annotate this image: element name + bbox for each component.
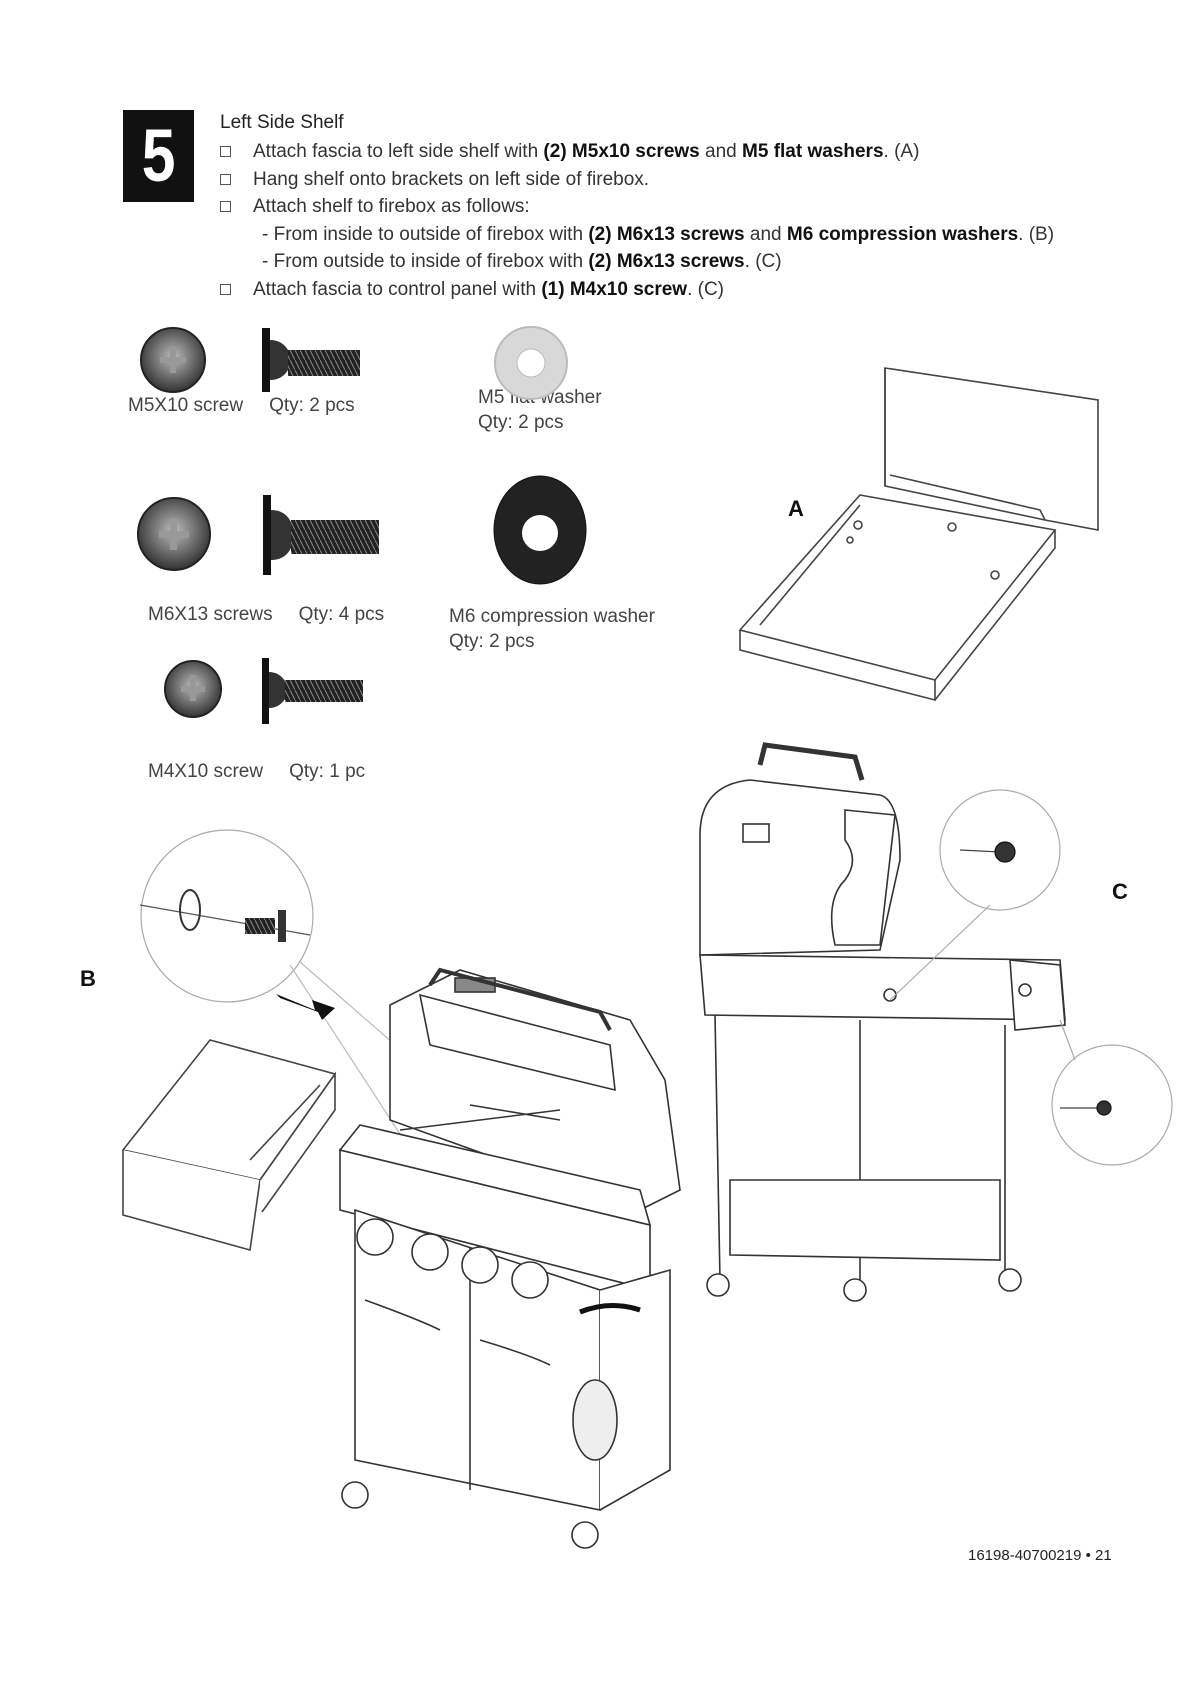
page-footer: 16198-40700219 • 21 bbox=[968, 1547, 1112, 1564]
instruction-fragment: - From inside to outside of firebox with bbox=[262, 223, 589, 245]
instruction-text: Attach fascia to control panel with (1) … bbox=[253, 276, 724, 304]
instruction-fragment: . (A) bbox=[883, 141, 920, 162]
instruction-list: Attach fascia to left side shelf with (2… bbox=[220, 138, 1120, 303]
callout-a: A bbox=[788, 496, 804, 521]
bold-part-spec: (1) M4x10 screw bbox=[541, 278, 688, 300]
instruction-row: Attach fascia to control panel with (1) … bbox=[220, 276, 1120, 304]
m4-screw-label: M4X10 screw Qty: 1 pc bbox=[148, 761, 365, 783]
callout-c: C bbox=[1112, 879, 1128, 904]
m5-screw-name: M5X10 screw bbox=[128, 395, 244, 416]
bold-part-spec: (2) M6x13 screws bbox=[588, 251, 745, 272]
checkbox-icon bbox=[220, 201, 231, 213]
instruction-text: Attach fascia to left side shelf with (2… bbox=[253, 138, 919, 166]
grill-back-view bbox=[699, 742, 1066, 1302]
instruction-row: - From inside to outside of firebox with… bbox=[220, 221, 1120, 249]
bold-part-spec: (2) M5x10 screws bbox=[543, 141, 700, 162]
m6-screw-name: M6X13 screws bbox=[148, 604, 273, 625]
m5-washer-qty: Qty: 2 pcs bbox=[478, 412, 564, 433]
m6-washer-qty: Qty: 2 pcs bbox=[449, 631, 535, 652]
m4-screw-qty: Qty: 1 pc bbox=[289, 761, 366, 782]
m6-screw-head-icon bbox=[137, 497, 211, 571]
instruction-row: Attach shelf to firebox as follows: bbox=[220, 193, 1120, 221]
m5-screw-head-icon bbox=[140, 327, 206, 393]
bold-part-spec: M5 flat washers bbox=[742, 141, 884, 162]
callout-b: B bbox=[80, 966, 96, 991]
m5-flat-washer-icon bbox=[494, 326, 568, 400]
instruction-fragment: and bbox=[699, 141, 743, 162]
m6-washer-name: M6 compression washer bbox=[449, 606, 655, 627]
left-side-shelf bbox=[121, 1039, 337, 1252]
m5-screw-qty: Qty: 2 pcs bbox=[269, 395, 355, 416]
instruction-text: - From outside to inside of firebox with… bbox=[262, 248, 782, 276]
checkbox-icon bbox=[220, 146, 231, 158]
checkbox-icon bbox=[220, 283, 231, 295]
step-number: 5 bbox=[141, 114, 176, 197]
instruction-fragment: Attach shelf to firebox as follows: bbox=[253, 196, 530, 217]
instruction-text: Hang shelf onto brackets on left side of… bbox=[253, 166, 649, 194]
instruction-row: - From outside to inside of firebox with… bbox=[220, 248, 1120, 276]
instruction-fragment: - From outside to inside of firebox with bbox=[262, 251, 589, 272]
instruction-fragment: . (C) bbox=[744, 251, 782, 272]
m4-screw-head-icon bbox=[164, 660, 222, 718]
grill-front-view bbox=[338, 967, 681, 1549]
instruction-fragment: and bbox=[744, 223, 787, 245]
m6-screw-qty: Qty: 4 pcs bbox=[298, 604, 385, 625]
instruction-fragment: Attach fascia to control panel with bbox=[253, 278, 542, 300]
m6-screw-label: M6X13 screws Qty: 4 pcs bbox=[148, 604, 384, 626]
instruction-row: Attach fascia to left side shelf with (2… bbox=[220, 138, 1120, 166]
checkbox-icon bbox=[220, 173, 231, 185]
m5-screw-label: M5X10 screw Qty: 2 pcs bbox=[128, 395, 355, 417]
instruction-text: - From inside to outside of firebox with… bbox=[262, 221, 1054, 249]
m4-screw-name: M4X10 screw bbox=[148, 761, 264, 782]
m6-compression-washer-icon bbox=[493, 475, 587, 585]
m6-washer-label: M6 compression washer Qty: 2 pcs bbox=[449, 604, 655, 654]
m4-screw-side-icon bbox=[262, 658, 363, 724]
detail-b-magnifier bbox=[139, 829, 471, 1181]
shelf-fascia-detail-a bbox=[738, 367, 1099, 702]
bold-part-spec: (2) M6x13 screws bbox=[588, 223, 745, 245]
step-number-badge: 5 bbox=[123, 110, 194, 202]
instruction-text: Attach shelf to firebox as follows: bbox=[253, 193, 530, 221]
instruction-fragment: . (B) bbox=[1018, 223, 1055, 245]
bold-part-spec: M6 compression washers bbox=[786, 223, 1019, 245]
m5-screw-side-icon bbox=[262, 328, 360, 392]
instruction-row: Hang shelf onto brackets on left side of… bbox=[220, 166, 1120, 194]
step-title: Left Side Shelf bbox=[220, 112, 344, 133]
instruction-fragment: Hang shelf onto brackets on left side of… bbox=[253, 168, 650, 190]
instruction-fragment: Attach fascia to left side shelf with bbox=[253, 141, 544, 162]
instruction-fragment: . (C) bbox=[687, 278, 725, 300]
detail-c-magnifiers bbox=[889, 789, 1173, 1166]
arrow-icon bbox=[276, 994, 335, 1020]
m6-screw-side-icon bbox=[263, 495, 379, 575]
